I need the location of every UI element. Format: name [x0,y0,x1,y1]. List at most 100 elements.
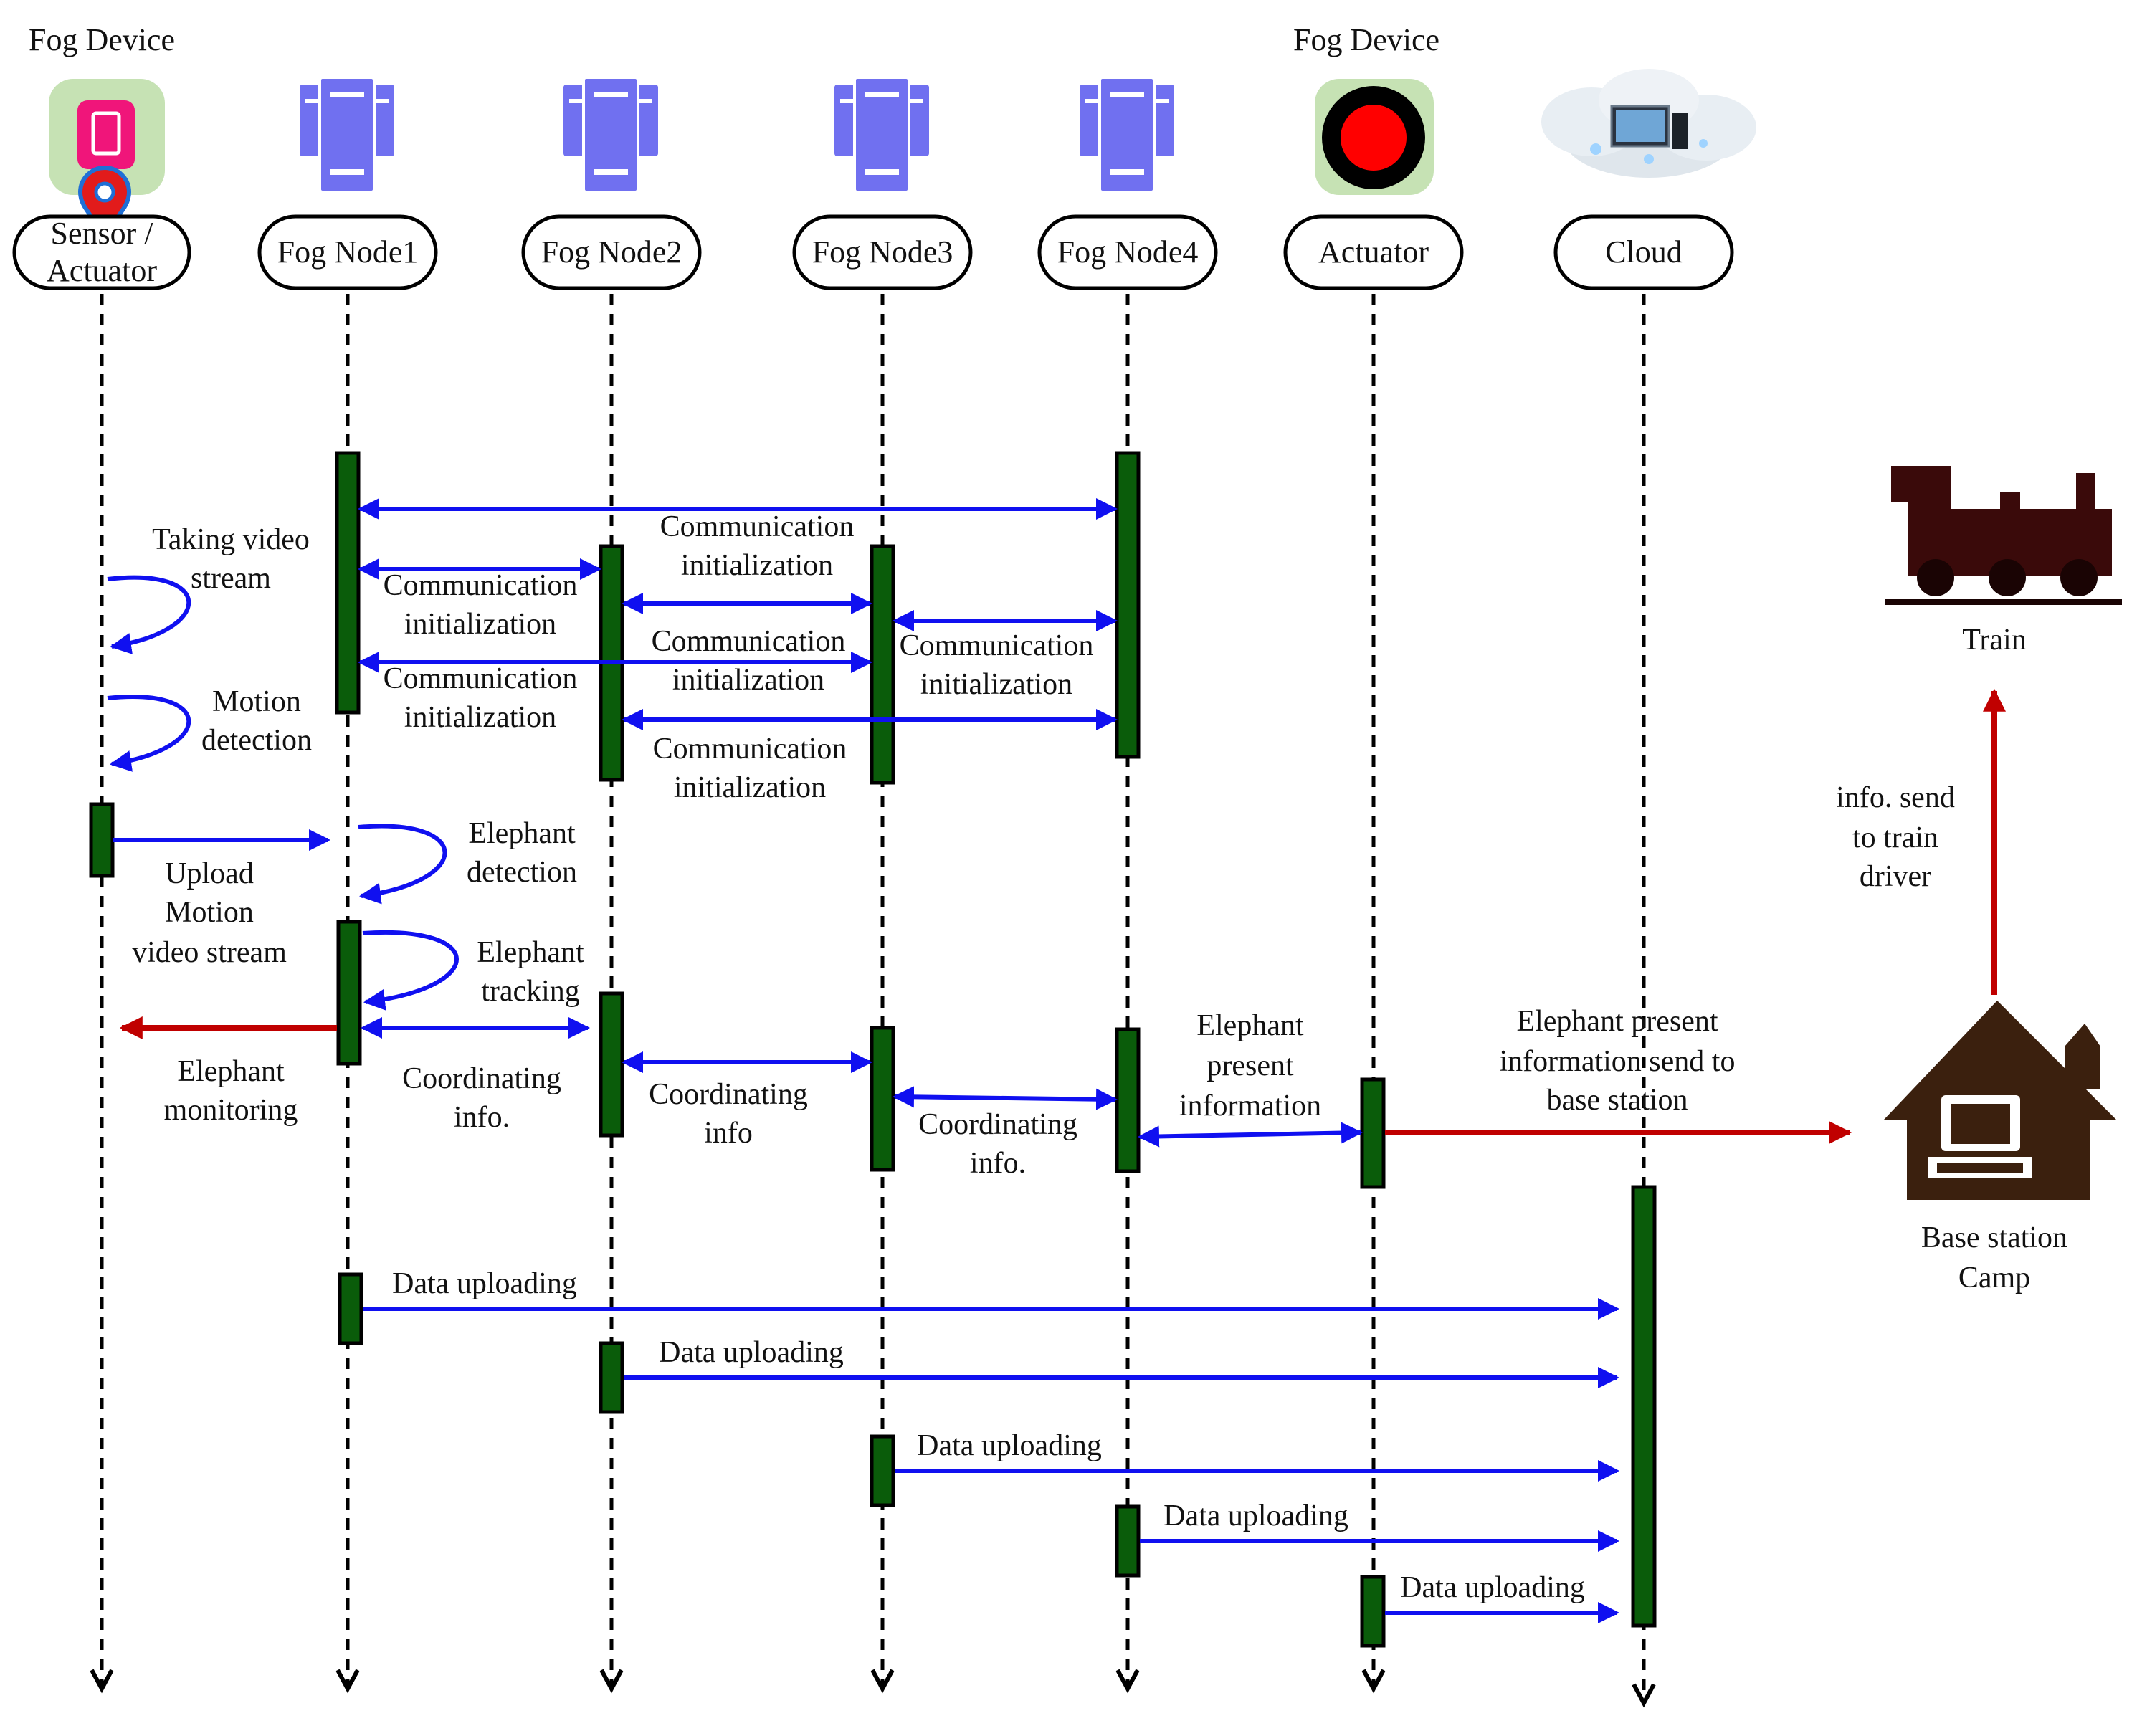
elephant-present-label: information [1179,1089,1321,1122]
lifeline-end-arrow [335,1669,360,1694]
participant-sensor-label-2: Actuator [47,253,157,288]
lifeline-end-arrow [599,1669,624,1694]
comm-init-label: Communication [660,510,855,543]
comm-init-label: initialization [674,771,826,804]
activation-bar [1115,1504,1141,1578]
comm-init-label: Communication [653,733,847,766]
participant-cloud-box [1553,214,1734,290]
house-computer-icon [1884,1001,2116,1200]
taking-video-label: stream [191,562,271,595]
info-send-train-label: driver [1860,860,1931,893]
data-upload-label: Data uploading [659,1336,844,1369]
send-to-base-station-label: base station [1546,1084,1688,1117]
server-rack-icon [833,76,931,194]
activation-bar [870,544,895,785]
data-upload-label: Data uploading [392,1267,577,1300]
comm-init-label: Communication [384,569,578,602]
lifeline-end-arrow [1361,1669,1386,1694]
participant-fog1-box [257,214,438,290]
participant-fog3-label: Fog Node3 [812,234,953,270]
coordinating-label: Coordinating [402,1062,561,1095]
self-loop-arrow [358,824,447,905]
fog-device-label-right: Fog Device [1293,22,1439,57]
upload-motion-label: Motion [165,896,254,929]
cloud-computing-icon [1541,69,1756,178]
comm-init-label: initialization [920,668,1072,701]
lifeline-end-arrow [870,1669,895,1694]
server-rack-icon [1078,76,1176,194]
participant-sensor-box [12,214,191,290]
activation-bar [599,991,624,1138]
coordinating-label: info [704,1117,753,1150]
activation-bar [1115,451,1141,759]
participant-fog3-box [792,214,973,290]
elephant-tracking-label: tracking [481,975,580,1008]
data-upload-label: Data uploading [917,1429,1102,1462]
base-station-label: Camp [1958,1262,2030,1294]
participant-fog4-label: Fog Node4 [1057,234,1199,270]
upload-motion-label: video stream [132,936,287,969]
send-to-base-station-label: information send to [1500,1045,1736,1078]
participant-fog2-box [521,214,702,290]
lifeline-end-arrow [1115,1669,1140,1694]
locomotive-icon [1885,466,2122,605]
comm-init-label: initialization [404,701,556,734]
elephant-monitoring-label: monitoring [164,1094,298,1127]
fog-device-label-left: Fog Device [29,22,175,57]
train-label: Train [1962,624,2026,657]
elephant-present-label: Elephant [1196,1009,1304,1042]
self-loop-arrow [362,930,459,1011]
elephant-monitoring-label: Elephant [177,1055,285,1088]
activation-bar [870,1434,895,1507]
activation-bar [338,1272,363,1345]
activation-bar [1631,1185,1657,1628]
activation-bar [1360,1077,1386,1189]
server-rack-icon [298,76,396,194]
comm-init-label: Communication [652,625,846,658]
motion-detection-label: detection [201,724,312,757]
elephant-detection-label: detection [467,856,577,889]
info-send-train-label: to train [1852,821,1938,854]
activation-bar [335,451,361,715]
activation-bar [336,920,362,1066]
comm-init-label: Communication [384,662,578,695]
participant-sensor-label-1: Sensor / [51,216,154,251]
taking-video-label: Taking video [152,523,310,556]
upload-motion-label: Upload [165,857,254,890]
red-light-icon [1315,79,1434,195]
coordinating-label: Coordinating [918,1108,1077,1141]
activation-bar [89,802,115,878]
data-upload-label: Data uploading [1163,1499,1348,1532]
participant-fog1-label: Fog Node1 [277,234,419,270]
participant-actuator-label: Actuator [1318,234,1429,270]
coordinating-label: info. [454,1101,510,1134]
participant-fog2-label: Fog Node2 [541,234,682,270]
self-loop-arrow [107,695,191,772]
activation-bar [1360,1575,1386,1648]
elephant-present-arrow [1138,1122,1363,1148]
elephant-present-label: present [1206,1049,1294,1082]
coordinating-label: Coordinating [649,1078,808,1111]
participant-actuator-box [1283,214,1464,290]
elephant-tracking-label: Elephant [477,936,584,969]
smartphone-location-icon [49,79,165,239]
motion-detection-label: Motion [212,685,301,718]
coordinating-label: info. [970,1147,1026,1180]
self-loop-arrow [107,575,191,654]
activation-bar [870,1026,895,1172]
activation-bar [1115,1027,1141,1173]
coordinating-arrow [893,1086,1118,1110]
activation-bar [599,1341,624,1414]
info-send-train-label: info. send [1836,781,1955,814]
lifeline-end-arrow [90,1669,114,1694]
participant-cloud-label: Cloud [1605,234,1683,270]
data-upload-label: Data uploading [1400,1571,1585,1604]
comm-init-label: Communication [900,629,1094,662]
lifeline-end-arrow [1632,1683,1656,1708]
send-to-base-station-label: Elephant present [1516,1005,1718,1038]
base-station-label: Base station [1921,1221,2067,1254]
comm-init-label: initialization [404,608,556,641]
comm-init-label: initialization [681,549,833,582]
comm-init-label: initialization [672,664,824,697]
